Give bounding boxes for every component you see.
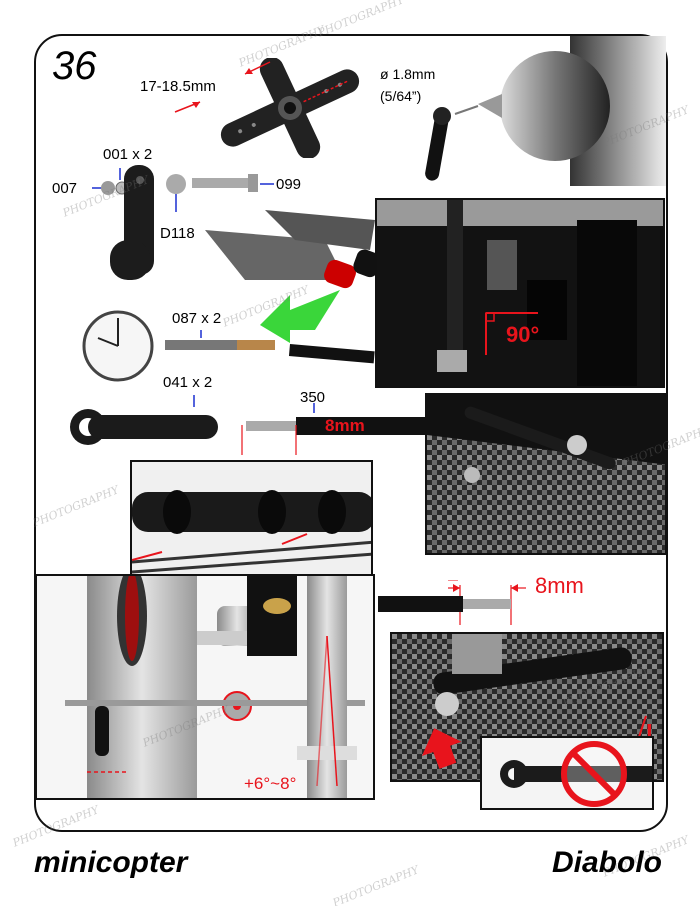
frame-link-photo [425, 393, 667, 555]
step-number: 36 [52, 44, 97, 88]
part-007-label: 007 [52, 180, 78, 197]
rotor-head-photo [35, 574, 375, 800]
watermark-11: PHOTOGRAPHY [330, 863, 421, 906]
angle-90-label: 90° [506, 322, 540, 347]
dimension-arrows [174, 61, 271, 113]
rod-087-illustration [165, 330, 375, 364]
drill-illustration [425, 36, 666, 186]
rod-length-top-label: 8mm [325, 416, 365, 435]
tilt-angle-label: +6°~8° [244, 774, 297, 793]
clock-icon [82, 310, 154, 382]
warning-mark: ! [645, 718, 654, 748]
ball-link-illustration [92, 165, 274, 280]
part-099-label: 099 [276, 176, 302, 193]
drill-diameter-inch-label: (5/64”) [380, 88, 422, 104]
part-350-label: 350 [300, 389, 326, 406]
part-d118-label: D118 [160, 225, 195, 242]
brand-minicopter: minicopter [34, 846, 188, 879]
drill-diameter-label: ø 1.8mm [380, 66, 436, 82]
part-087-label: 087 x 2 [172, 310, 222, 327]
glue-tubes-illustration [205, 210, 381, 289]
push-arrow-icon [421, 728, 462, 769]
servo-angle-photo [375, 198, 665, 388]
rod-link-illustration [70, 395, 436, 455]
servo-arm-length-label: 17-18.5mm [140, 78, 216, 95]
rod-guide-photo [130, 460, 373, 576]
right-angle-marker [485, 312, 538, 355]
brand-diabolo: Diabolo [552, 846, 662, 879]
threaded-rod-illustration [378, 580, 526, 625]
green-arrow-icon [260, 290, 340, 343]
forbidden-photo [480, 736, 654, 810]
part-041-label: 041 x 2 [163, 374, 213, 391]
thread-length-label: 8mm [535, 573, 584, 598]
servo-arm-illustration [220, 58, 360, 158]
part-001-label: 001 x 2 [103, 146, 153, 163]
